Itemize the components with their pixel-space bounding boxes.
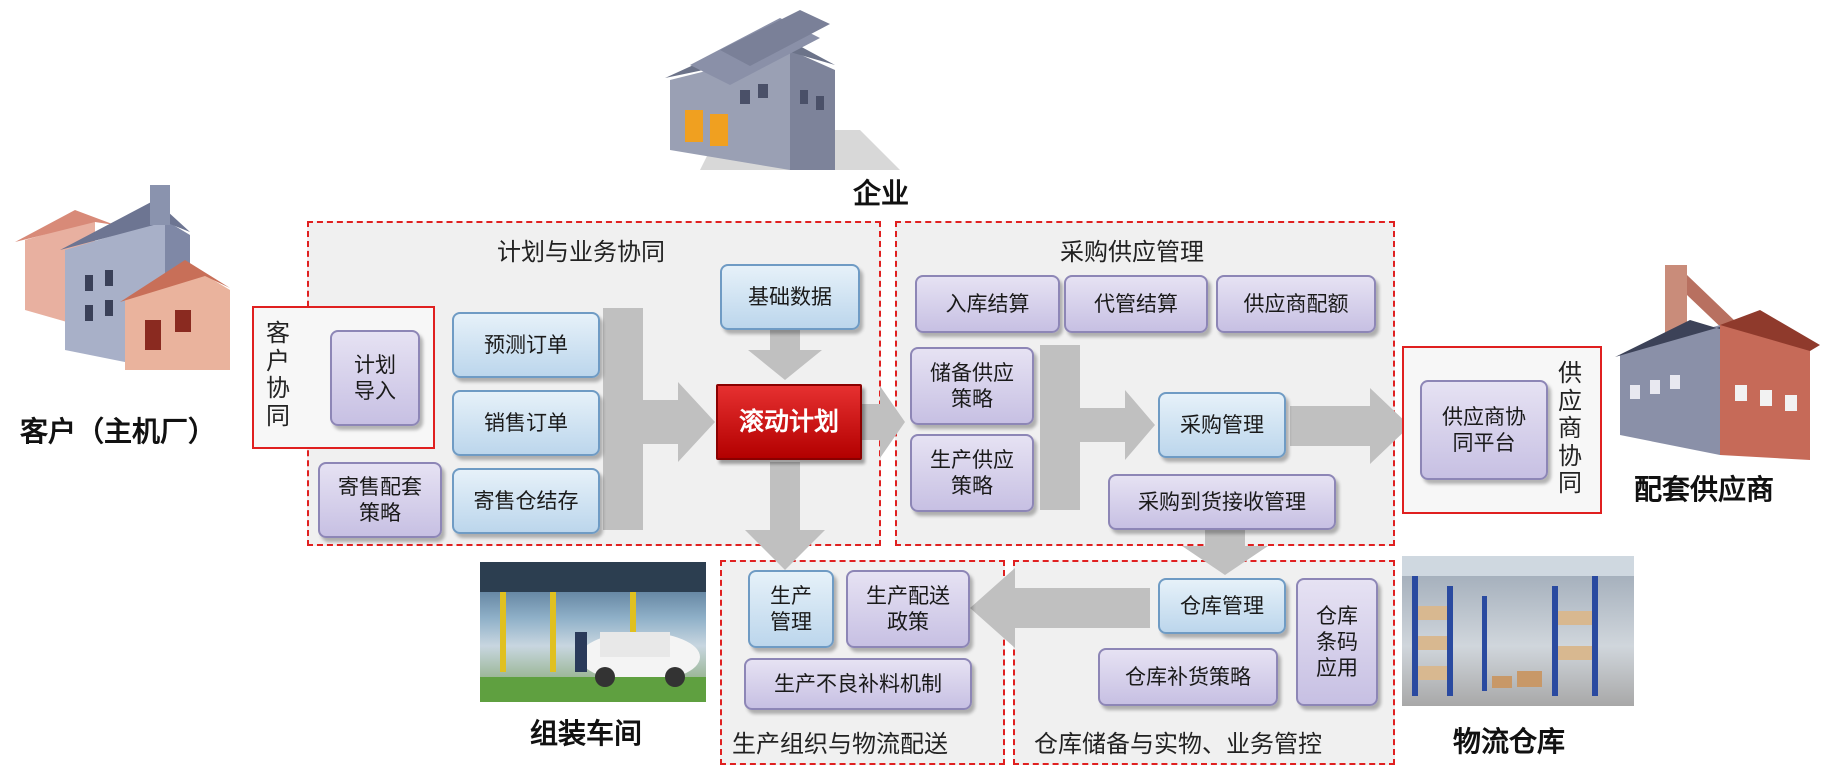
logistics-warehouse-photo	[1402, 556, 1634, 706]
plan-import-box[interactable]: 计划导入	[330, 330, 420, 426]
arrow-receiving-to-warehouse	[1182, 530, 1268, 575]
reserve-supply-strategy-box[interactable]: 储备供应策略	[910, 347, 1034, 425]
enterprise-factory-icon	[665, 10, 900, 170]
warehouse-barcode-box[interactable]: 仓库条码应用	[1296, 578, 1378, 706]
purchase-region-title: 采购供应管理	[1060, 238, 1204, 266]
purchase-receiving-box[interactable]: 采购到货接收管理	[1108, 474, 1336, 530]
assembly-workshop-photo	[480, 562, 706, 702]
inbound-settlement-box[interactable]: 入库结算	[915, 275, 1060, 333]
consign-strategy-box[interactable]: 寄售配套策略	[318, 462, 442, 538]
arrow-strategies-to-purchase	[1040, 345, 1155, 510]
enterprise-label: 企业	[853, 177, 910, 210]
arrow-warehouse-to-production	[970, 568, 1150, 648]
supplier-quota-box[interactable]: 供应商配额	[1216, 275, 1376, 333]
customer-label: 客户（主机厂）	[20, 415, 217, 448]
storage-region-title: 仓库储备与实物、业务管控	[1034, 730, 1322, 758]
production-dist-policy-box[interactable]: 生产配送政策	[846, 570, 970, 648]
production-mgmt-box[interactable]: 生产管理	[748, 570, 834, 648]
rolling-plan-box[interactable]: 滚动计划	[716, 384, 862, 460]
sales-order-box[interactable]: 销售订单	[452, 390, 600, 456]
production-region-title: 生产组织与物流配送	[732, 730, 948, 758]
supplier-label: 配套供应商	[1634, 473, 1775, 506]
arrow-purchase-to-supplier	[1290, 388, 1410, 464]
arrow-rolling-to-purchase	[862, 386, 905, 458]
supplier-factory-icon	[1615, 265, 1820, 460]
production-supply-strategy-box[interactable]: 生产供应策略	[910, 434, 1034, 512]
warehouse-replenish-box[interactable]: 仓库补货策略	[1098, 648, 1278, 706]
supplier-platform-box[interactable]: 供应商协同平台	[1420, 380, 1548, 480]
consign-stock-box[interactable]: 寄售仓结存	[452, 468, 600, 534]
production-defect-box[interactable]: 生产不良补料机制	[744, 658, 972, 710]
plan-region-title: 计划与业务协同	[497, 238, 665, 266]
proxy-settlement-box[interactable]: 代管结算	[1064, 275, 1208, 333]
customer-factory-icon	[15, 185, 230, 370]
arrow-rolling-to-production	[745, 462, 825, 570]
customer-collab-label: 客户协同	[266, 319, 290, 430]
warehouse-mgmt-box[interactable]: 仓库管理	[1158, 578, 1286, 634]
arrow-base-to-rolling	[748, 330, 822, 380]
forecast-order-box[interactable]: 预测订单	[452, 312, 600, 378]
supplier-collab-label: 供应商协同	[1558, 359, 1582, 498]
assembly-label: 组装车间	[530, 717, 643, 750]
base-data-box[interactable]: 基础数据	[720, 264, 860, 330]
warehouse-label: 物流仓库	[1453, 725, 1566, 758]
purchase-mgmt-box[interactable]: 采购管理	[1158, 392, 1286, 458]
arrow-orders-to-rolling	[603, 308, 715, 530]
